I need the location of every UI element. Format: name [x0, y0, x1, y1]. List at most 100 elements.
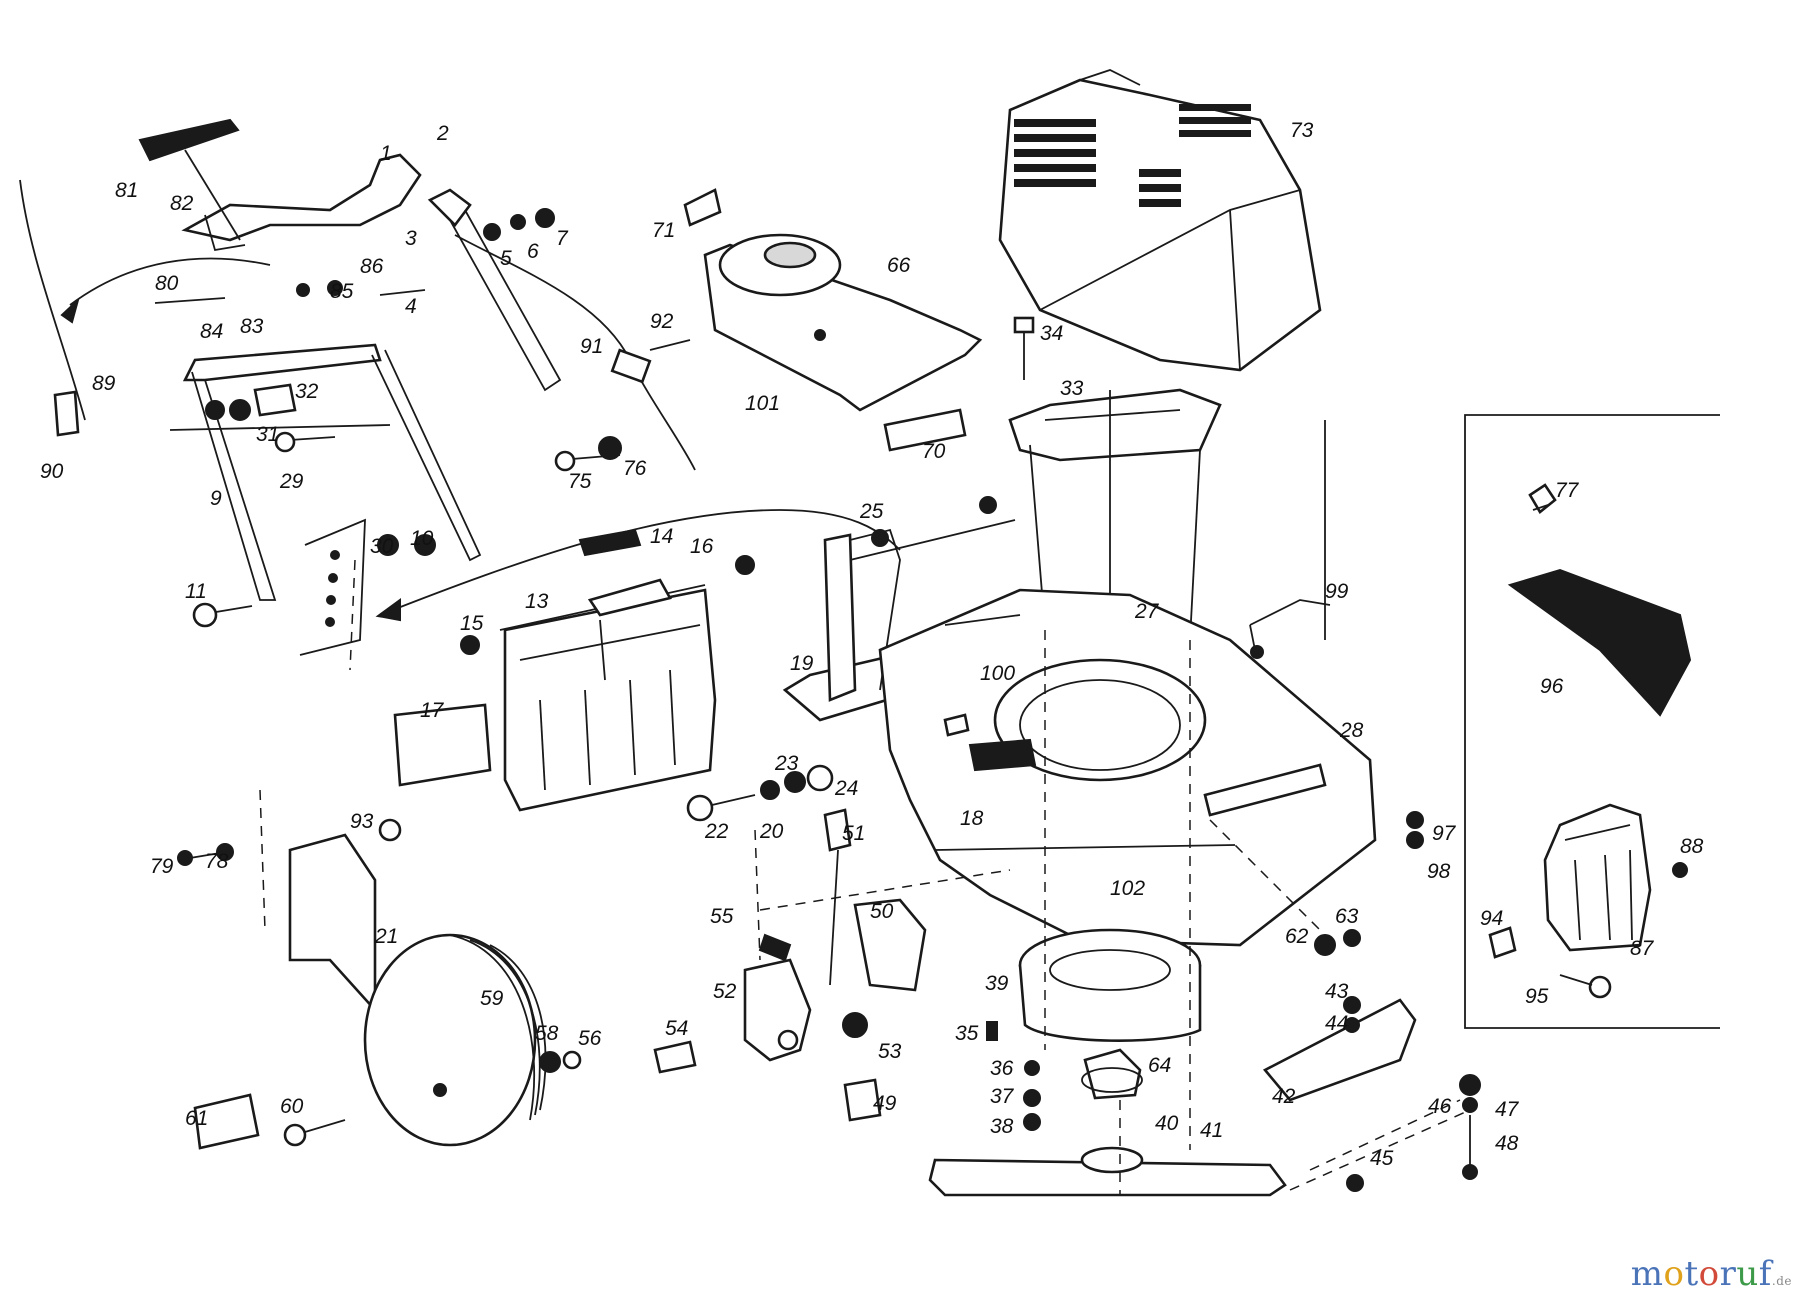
hardware-22-24	[686, 764, 834, 822]
part-label: 92	[650, 310, 674, 333]
part-label: 47	[1495, 1098, 1520, 1121]
small-hardware-upper	[154, 208, 622, 472]
part-label: 54	[665, 1017, 688, 1040]
part-label: 91	[580, 335, 603, 358]
parts-54-53-55	[653, 933, 882, 1122]
handle-bracket-99	[1249, 599, 1331, 659]
part-label: 82	[170, 192, 194, 215]
part-label: 102	[1110, 877, 1145, 900]
part-label: 45	[1370, 1147, 1394, 1170]
part-label: 36	[990, 1057, 1014, 1080]
part-label: 89	[92, 372, 116, 395]
part-label: 21	[374, 925, 398, 948]
part-label: 11	[185, 580, 207, 603]
part-label: 76	[623, 457, 647, 480]
part-label: 56	[578, 1027, 602, 1050]
part-label: 1	[380, 142, 392, 165]
part-label: 2	[436, 122, 449, 145]
part-label: 41	[1200, 1119, 1223, 1142]
height-adjust-plate	[192, 518, 436, 656]
part-label: 101	[745, 392, 780, 415]
hardware-15	[460, 555, 755, 655]
part-label: 32	[295, 380, 319, 403]
part-label: 96	[1540, 675, 1564, 698]
part-label: 44	[1325, 1012, 1348, 1035]
part-label: 75	[568, 470, 592, 493]
throttle-lever-2	[427, 188, 696, 471]
hubcap-61-axle-60	[193, 1093, 346, 1150]
part-label: 93	[350, 810, 374, 833]
clip-77	[1528, 483, 1557, 514]
part-label: 40	[1155, 1112, 1179, 1135]
part-label: 42	[1272, 1085, 1296, 1108]
part-label: 73	[1290, 119, 1314, 142]
part-label: 79	[150, 855, 174, 878]
part-label: 28	[1339, 719, 1364, 742]
part-label: 84	[200, 320, 223, 343]
tag-100	[943, 713, 970, 737]
part-label: 13	[525, 590, 549, 613]
part-label: 81	[115, 179, 138, 202]
part-label: 64	[1148, 1054, 1171, 1077]
adjust-lever-51	[823, 808, 852, 986]
part-label: 51	[842, 822, 865, 845]
blade-41	[928, 1146, 1287, 1197]
deflector-plate-42	[1262, 998, 1417, 1102]
top-grip-81	[138, 118, 241, 241]
part-label: 6	[527, 240, 539, 263]
watermark-letter: f	[1758, 1254, 1772, 1294]
part-label: 31	[256, 423, 279, 446]
part-label: 35	[955, 1022, 979, 1045]
deflector-50	[853, 898, 927, 992]
part-label: 80	[155, 272, 179, 295]
blade-hub-64	[1081, 1048, 1143, 1100]
part-label: 71	[652, 219, 675, 242]
long-arrow-to-handle	[375, 509, 901, 622]
part-label: 77	[1555, 479, 1580, 502]
part-label: 10	[410, 527, 434, 550]
part-label: 17	[420, 699, 445, 722]
part-label: 29	[279, 470, 304, 493]
part-label: 23	[774, 752, 799, 775]
cable-clamp-91	[610, 339, 691, 384]
label-17	[393, 703, 492, 787]
lower-handle-9	[169, 343, 482, 601]
part-label: 39	[985, 972, 1009, 995]
inset-panel	[1464, 414, 1720, 1029]
part-label: 95	[1525, 985, 1549, 1008]
hardware-35-38-62-63	[986, 811, 1481, 1192]
part-label: 18	[960, 807, 984, 830]
part-label: 7	[556, 227, 569, 250]
part-label: 55	[710, 905, 734, 928]
side-flap-21	[288, 833, 377, 1014]
blade-adapter-39	[1018, 928, 1202, 1042]
part-label: 20	[759, 820, 784, 843]
bolt-34	[1013, 316, 1035, 380]
part-label: 38	[990, 1115, 1014, 1138]
part-label: 85	[330, 280, 354, 303]
watermark-letter: o	[1663, 1254, 1685, 1294]
part-label: 61	[185, 1107, 208, 1130]
rear-flap-16	[503, 588, 717, 812]
part-label: 49	[873, 1092, 897, 1115]
part-label: 53	[878, 1040, 902, 1063]
part-label: 15	[460, 612, 484, 635]
part-number-labels: 1 2 3 4 5 6 7 9 10 11 13 14 15 16 17 18 …	[40, 119, 1704, 1170]
guide-lines	[259, 420, 1471, 1195]
part-label: 43	[1325, 980, 1349, 1003]
wheel-59	[363, 933, 582, 1147]
mulch-cover-96	[1507, 568, 1692, 717]
part-label: 19	[790, 652, 814, 675]
watermark-suffix: .de	[1771, 1274, 1792, 1288]
watermark-logo: motoruf.de	[1631, 1254, 1792, 1294]
handle-curve-arrow	[19, 179, 271, 437]
part-label: 5	[500, 247, 512, 270]
part-label: 33	[1060, 377, 1084, 400]
part-label: 34	[1040, 322, 1063, 345]
part-label: 37	[990, 1085, 1015, 1108]
part-label: 24	[834, 777, 858, 800]
part-label: 99	[1325, 580, 1349, 603]
watermark-letter: u	[1736, 1254, 1759, 1294]
part-label: 30	[370, 535, 394, 558]
